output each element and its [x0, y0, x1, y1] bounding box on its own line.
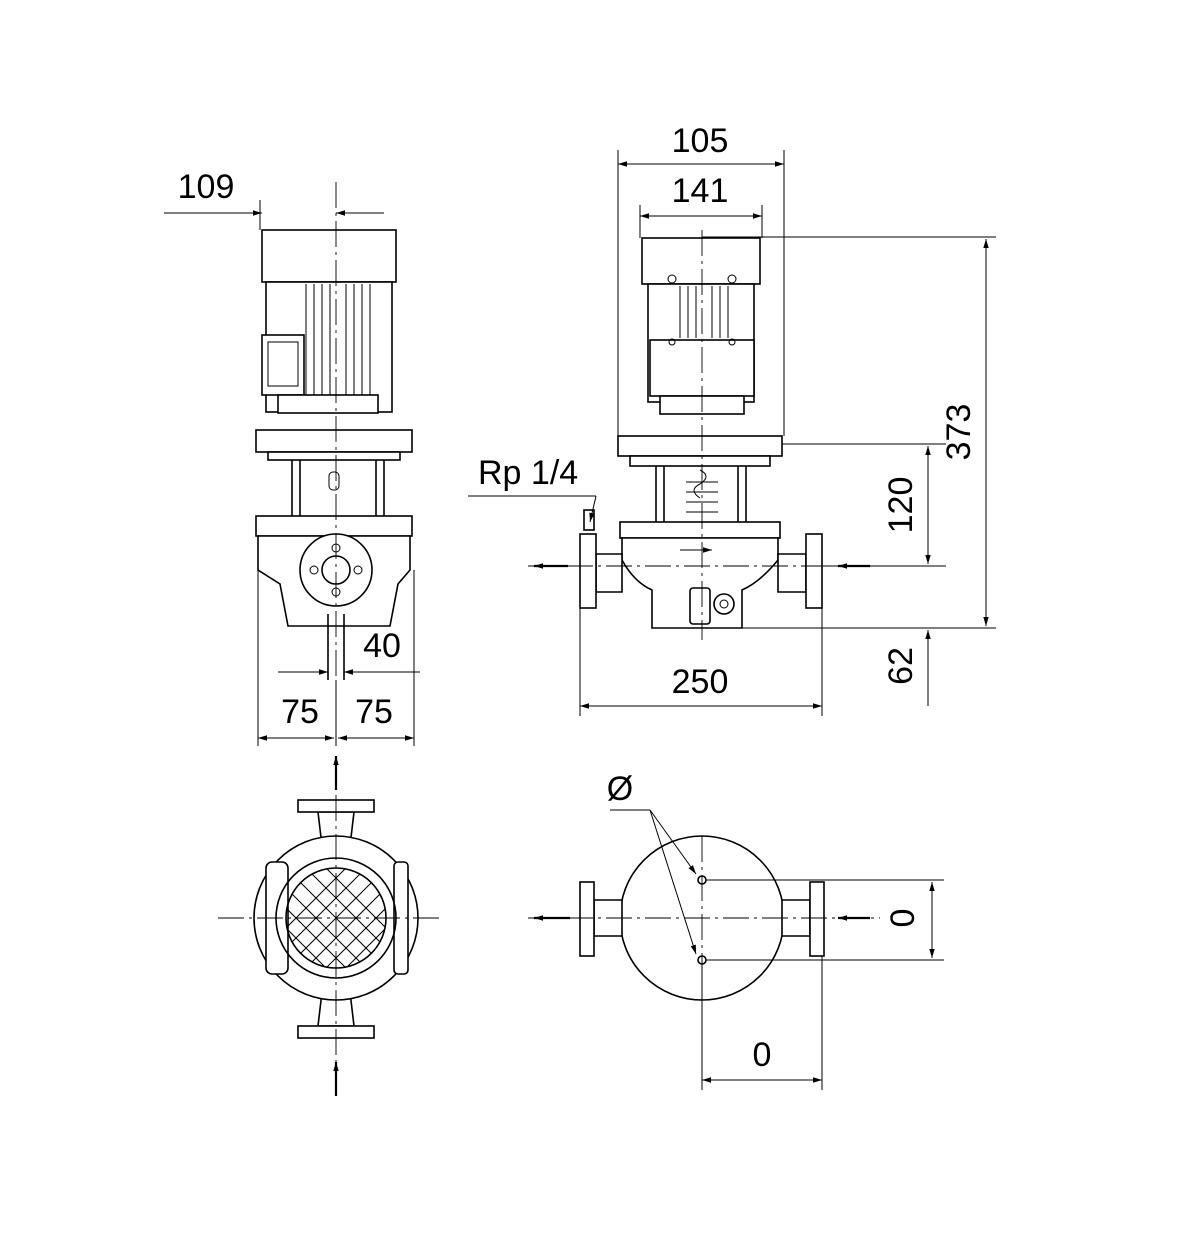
dim-foot-height: 62 — [882, 647, 920, 685]
dim-motor-offset: 109 — [178, 168, 235, 206]
base-view — [528, 809, 944, 1090]
dim-bolt-spacing: 0 — [884, 909, 922, 928]
side-view — [164, 182, 420, 746]
dim-shaft-dia: 40 — [363, 627, 401, 665]
dim-half-width-left: 75 — [281, 693, 319, 731]
dim-port-height: 120 — [882, 477, 920, 534]
label-diameter-symbol: Ø — [607, 770, 633, 808]
front-view — [468, 150, 996, 716]
dim-inner-width: 141 — [672, 172, 729, 210]
top-view — [218, 756, 440, 1096]
dim-port-to-port: 250 — [672, 663, 729, 701]
label-vent-thread: Rp 1/4 — [478, 454, 578, 492]
dim-half-width-right: 75 — [355, 693, 393, 731]
dim-bolt-offset: 0 — [753, 1036, 772, 1074]
dim-total-height: 373 — [940, 404, 978, 461]
dim-outer-width: 105 — [672, 122, 729, 160]
